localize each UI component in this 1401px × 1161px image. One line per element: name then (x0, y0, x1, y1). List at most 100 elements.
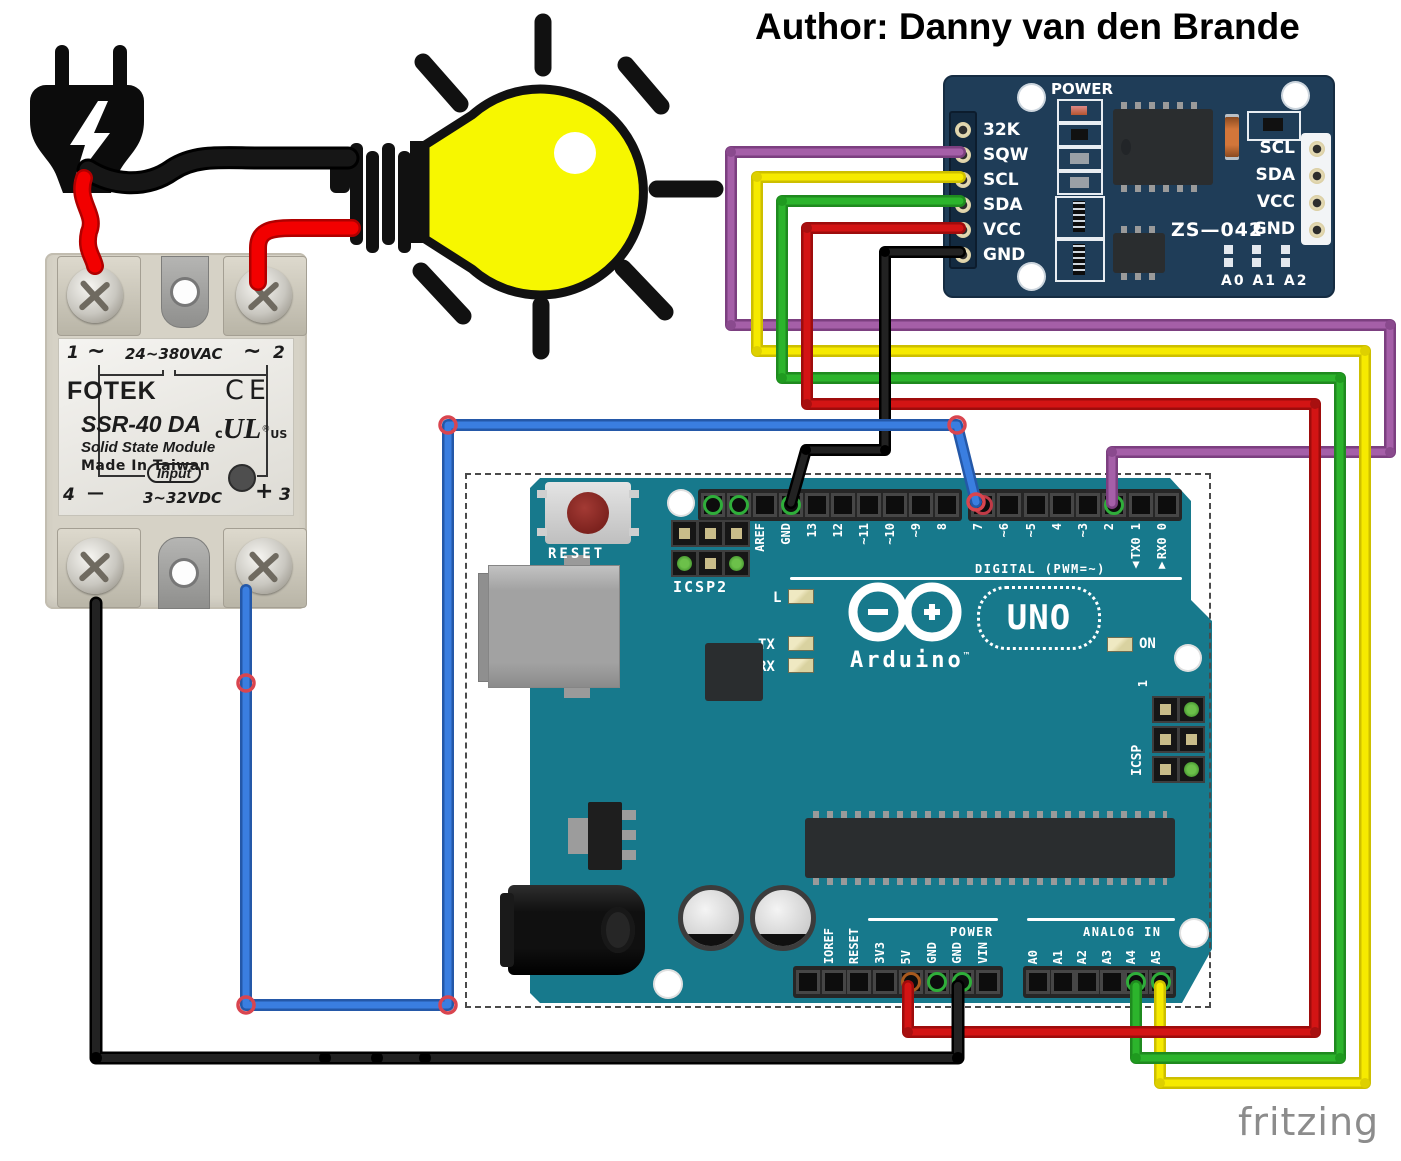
pin-socket[interactable] (883, 493, 907, 517)
icsp-pin[interactable] (1178, 756, 1205, 783)
wire-scl-bendpoints[interactable] (752, 172, 1370, 1088)
pin-socket[interactable] (1049, 493, 1074, 517)
ssr-screw-4[interactable] (67, 538, 123, 594)
wire-scl-to-a5-core (753, 173, 1369, 1087)
pin-socket[interactable] (1026, 970, 1050, 994)
pin-socket[interactable] (727, 493, 751, 517)
icsp2-pin[interactable] (723, 520, 750, 547)
rtc-left-pins[interactable]: 32K SQW SCL SDA VCC GND (953, 117, 1028, 267)
rtc-ds3231-module[interactable]: 32K SQW SCL SDA VCC GND POWER (943, 75, 1335, 298)
wire-sqw-bendpoints[interactable] (726, 147, 1395, 457)
pin-socket[interactable] (1154, 493, 1179, 517)
pin-socket[interactable] (1050, 970, 1075, 994)
chip-notch (1121, 139, 1131, 155)
voltage-regulator[interactable] (588, 802, 622, 870)
icsp2-header[interactable] (671, 520, 750, 577)
digital-header-left[interactable] (698, 489, 962, 521)
wire-rtc-gnd-bendpoints[interactable] (801, 247, 890, 455)
led-l (788, 589, 814, 604)
wire-vcc-bendpoints[interactable] (802, 223, 1320, 1037)
rtc-right-pin-label: SDA (1255, 164, 1295, 185)
pin-socket[interactable] (796, 970, 820, 994)
icsp2-pin[interactable] (697, 550, 724, 577)
atmega-chip[interactable] (805, 811, 1175, 885)
pin-socket[interactable] (857, 493, 881, 517)
ssr-screw-1[interactable] (67, 267, 123, 323)
led-rx (788, 658, 814, 673)
pin-socket[interactable] (847, 970, 872, 994)
rtc-right-pad[interactable] (1309, 194, 1325, 211)
ssr-dc-rating: 3~32VDC (143, 489, 222, 507)
rtc-left-header[interactable] (949, 111, 977, 269)
usb-connector[interactable] (478, 555, 620, 698)
rtc-right-pad-row[interactable] (1301, 135, 1331, 162)
wire-blue-bendpoints[interactable] (236, 415, 986, 1015)
rtc-crystal (1225, 117, 1239, 157)
wire-mains-live-bulb-core (251, 221, 359, 289)
wire-scl-to-a5[interactable] (751, 171, 1371, 1089)
pin-socket[interactable] (1075, 970, 1100, 994)
ssr-led-dot (228, 464, 256, 492)
reset-button-cap[interactable] (567, 492, 609, 534)
wire-mains-cord-core (79, 149, 357, 192)
wire-sda-bendpoints[interactable] (777, 196, 1345, 1063)
rtc-right-pad-row[interactable] (1301, 162, 1331, 189)
rtc-pin-label: SCL (983, 169, 1019, 190)
usb-interface-chip[interactable] (705, 643, 763, 701)
rtc-pin-pad[interactable] (955, 121, 971, 138)
pin-socket[interactable] (909, 493, 933, 517)
icsp-pin[interactable] (1178, 726, 1205, 753)
pin-socket[interactable] (975, 970, 1000, 994)
wire-ssr-gnd-bendpoints[interactable] (90, 1052, 964, 1064)
pin-socket[interactable] (1076, 493, 1101, 517)
wire-ssr-to-gnd[interactable] (89, 596, 965, 1065)
ssr-brand: FOTEK (67, 377, 157, 405)
rtc-right-pad-row[interactable] (1301, 216, 1331, 243)
rtc-right-pad-row[interactable] (1301, 189, 1331, 216)
barrel-jack[interactable] (500, 885, 645, 975)
ssr-tilde-right: ~ (243, 339, 262, 364)
bulb-highlight (554, 132, 596, 174)
rtc-resistor-1 (1070, 153, 1089, 164)
bulb-rays (412, 13, 724, 360)
rtc-right-pad[interactable] (1309, 140, 1325, 157)
pin-socket[interactable] (831, 493, 855, 517)
pin-socket[interactable] (821, 970, 846, 994)
rtc-right-pads[interactable] (1301, 135, 1331, 243)
capacitor-1[interactable] (678, 885, 744, 951)
pin-socket[interactable] (1128, 493, 1153, 517)
rtc-pin-label: SDA (983, 194, 1023, 215)
pin-socket[interactable] (753, 493, 777, 517)
rtc-pin-row[interactable]: 32K (953, 117, 1028, 142)
icsp-header[interactable] (1152, 696, 1205, 783)
pin-socket[interactable] (1099, 970, 1124, 994)
icsp-pin[interactable] (1178, 696, 1205, 723)
led-on-label: ON (1139, 636, 1156, 652)
pin-socket[interactable] (805, 493, 829, 517)
ssr-relay-module[interactable]: 1 ~ 24~380VAC ~ 2 FOTEK CE SSR-40 DA cUL… (45, 253, 307, 609)
icsp2-pin[interactable] (723, 550, 750, 577)
rtc-ds3231-chip[interactable] (1113, 102, 1213, 192)
selection-rectangle[interactable] (465, 473, 1211, 1008)
pin-socket[interactable] (1023, 493, 1048, 517)
power-plug-icon[interactable] (20, 35, 250, 295)
ssr-type: Solid State Module (81, 439, 216, 456)
analog-divider-line (1027, 918, 1175, 921)
pin-socket[interactable] (873, 970, 898, 994)
wire-mains-live-plug-core (75, 171, 102, 273)
light-bulb-icon[interactable] (330, 5, 730, 370)
rtc-right-pad[interactable] (1309, 221, 1325, 238)
rtc-eeprom-chip[interactable] (1113, 226, 1165, 280)
pin-socket[interactable] (924, 970, 949, 994)
wire-ssr-to-d7[interactable] (240, 419, 982, 1011)
ssr-origin: Made In Taiwan (81, 458, 211, 474)
pin-socket[interactable] (997, 493, 1022, 517)
rtc-right-pad[interactable] (1309, 167, 1325, 184)
rtc-power-led-box (1057, 99, 1103, 123)
reset-button[interactable] (537, 482, 639, 544)
pin-socket[interactable] (935, 493, 959, 517)
capacitor-2[interactable] (750, 885, 816, 951)
pin-socket[interactable] (701, 493, 725, 517)
analog-caption: ANALOG IN (1083, 925, 1162, 939)
